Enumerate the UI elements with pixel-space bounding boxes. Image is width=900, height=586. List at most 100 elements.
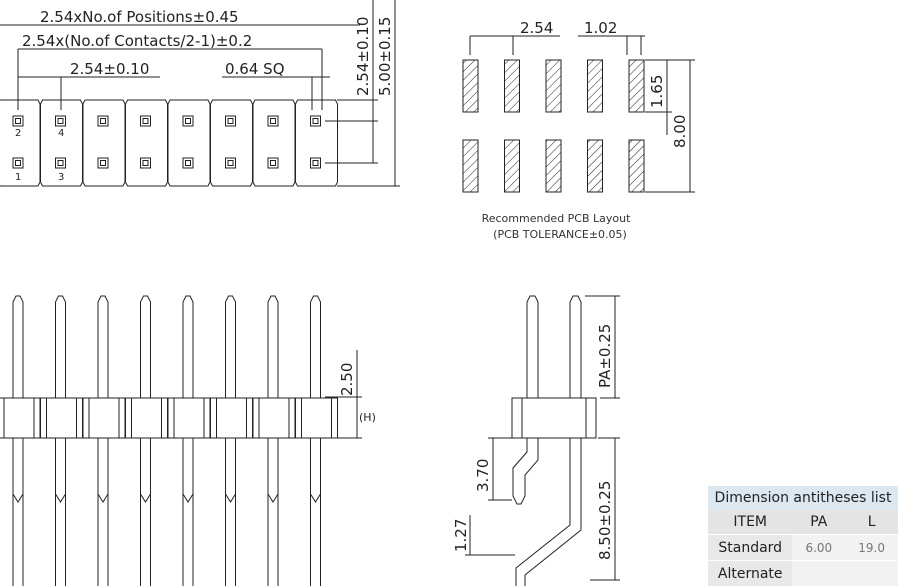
- table-header-item: ITEM: [708, 510, 793, 535]
- front-housing-block: [252, 397, 296, 439]
- table-row: Alternate: [708, 560, 898, 586]
- top-view-housing: [0, 99, 338, 187]
- pin-square: [225, 115, 236, 127]
- dim-contacts: 2.54x(No.of Contacts/2-1)±0.2: [22, 32, 252, 50]
- table-row: Standard 6.00 19.0: [708, 534, 898, 561]
- pin-upper: [55, 295, 66, 398]
- pin-square: [310, 115, 321, 127]
- dim-positions: 2.54xNo.of Positions±0.45: [40, 8, 239, 26]
- pin-square-inner: [57, 118, 64, 124]
- front-housing-block: [40, 397, 83, 439]
- pcb-pad: [545, 59, 562, 113]
- dim-height: 5.00±0.15: [376, 17, 394, 96]
- pin-square: [12, 115, 24, 127]
- housing-block: [210, 99, 253, 187]
- pin-square-inner: [57, 160, 64, 166]
- pin-square: [97, 115, 109, 127]
- pin-square-inner: [227, 160, 234, 166]
- pcb-caption-line2: (PCB TOLERANCE±0.05): [493, 228, 627, 241]
- side-dim-pa: PA±0.25: [596, 324, 614, 388]
- housing-block: [82, 99, 126, 187]
- pin-lower: [12, 438, 24, 586]
- pcb-pad: [545, 139, 562, 193]
- pin-square-inner: [15, 118, 21, 124]
- pin-square-inner: [270, 160, 276, 166]
- side-dim-127: 1.27: [452, 519, 470, 552]
- front-dim-top: 2.50: [338, 363, 356, 396]
- pcb-layout: 2.54 1.02 1.65 8.00 Recommended PCB Layo…: [462, 19, 695, 241]
- housing-block: [0, 99, 41, 187]
- housing-block: [40, 99, 83, 187]
- pin-square: [310, 157, 321, 169]
- pin-mark: [12, 493, 24, 503]
- pin-square-inner: [185, 160, 191, 166]
- pin-upper: [310, 295, 321, 398]
- pcb-pad: [504, 59, 520, 113]
- table-cell-pa: 6.00: [792, 534, 846, 561]
- front-housing-block: [167, 397, 211, 439]
- pin-square-inner: [312, 160, 319, 166]
- table-cell-item: Alternate: [708, 560, 793, 586]
- pcb-pads: [462, 59, 645, 193]
- front-housing-block: [0, 397, 41, 439]
- housing-block: [167, 99, 211, 187]
- pin-square-inner: [100, 118, 106, 124]
- pcb-pad: [587, 59, 603, 113]
- pin-lower: [182, 438, 194, 586]
- pcb-dim-total: 8.00: [671, 115, 689, 148]
- pcb-pad: [628, 59, 645, 113]
- pin-square-inner: [142, 160, 149, 166]
- pin-upper: [267, 295, 279, 398]
- table-header-pa: PA: [792, 510, 846, 535]
- pin-lower: [225, 438, 236, 586]
- dimension-table: Dimension antitheses list ITEM PA L Stan…: [708, 486, 898, 586]
- front-dim-h: (H): [359, 411, 376, 424]
- pcb-pad: [462, 59, 479, 113]
- pin-square: [267, 157, 279, 169]
- dim-square: 0.64 SQ: [225, 60, 285, 78]
- pin-upper: [97, 295, 109, 398]
- pin-square: [140, 157, 151, 169]
- pin-lower: [97, 438, 109, 586]
- pcb-pad: [504, 139, 520, 193]
- pin-square: [267, 115, 279, 127]
- front-housing-block: [295, 397, 338, 439]
- pcb-pad: [628, 139, 645, 193]
- pin-mark: [310, 493, 321, 503]
- pin-lower: [55, 438, 66, 586]
- side-dim-850: 8.50±0.25: [596, 481, 614, 560]
- front-view: 2.50 (H): [0, 295, 376, 586]
- pin-square-inner: [227, 118, 234, 124]
- dim-pitch: 2.54±0.10: [70, 60, 149, 78]
- side-view: PA±0.25 8.50±0.25 3.70 1.27: [452, 295, 620, 586]
- pin-square-inner: [100, 160, 106, 166]
- pin-upper: [182, 295, 194, 398]
- pin-square-inner: [270, 118, 276, 124]
- front-view-pins: [0, 295, 338, 586]
- pin-mark: [267, 493, 279, 503]
- pin-square: [140, 115, 151, 127]
- pin-upper: [140, 295, 151, 398]
- housing-block: [252, 99, 296, 187]
- table-header-l: L: [845, 510, 898, 535]
- pin-upper: [225, 295, 236, 398]
- pcb-dim-pitch: 2.54: [520, 19, 553, 37]
- pin-square-inner: [142, 118, 149, 124]
- housing-block: [125, 99, 168, 187]
- pin-square: [55, 157, 66, 169]
- pin-label-3: 3: [58, 172, 64, 183]
- table-title: Dimension antitheses list: [708, 486, 898, 510]
- pin-square-inner: [312, 118, 319, 124]
- table-cell-l: 19.0: [845, 534, 898, 561]
- pin-lower: [140, 438, 151, 586]
- pin-lower: [267, 438, 279, 586]
- pin-square-inner: [15, 160, 21, 166]
- pcb-dim-pad-width: 1.02: [584, 19, 617, 37]
- housing-block: [295, 99, 338, 187]
- pin-square: [97, 157, 109, 169]
- pcb-pad: [587, 139, 603, 193]
- pin-label-4: 4: [58, 128, 64, 139]
- pin-square: [55, 115, 66, 127]
- pcb-caption-line1: Recommended PCB Layout: [482, 212, 632, 225]
